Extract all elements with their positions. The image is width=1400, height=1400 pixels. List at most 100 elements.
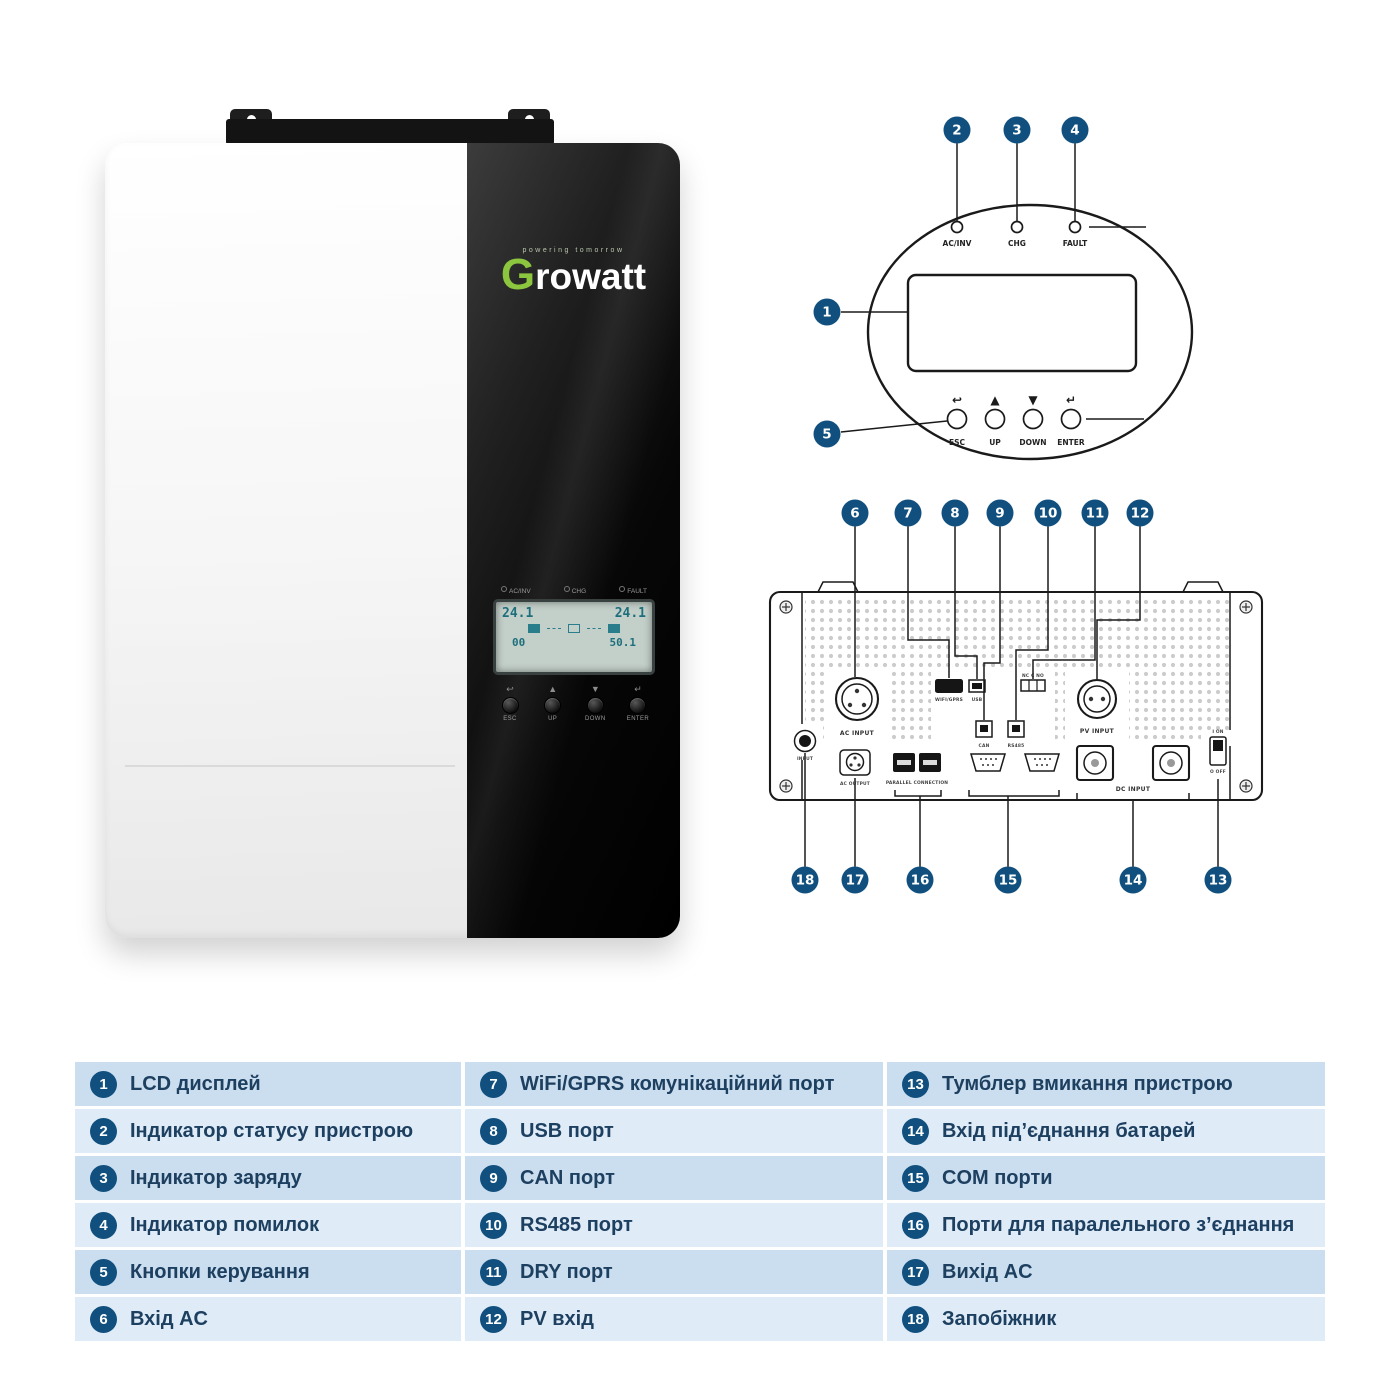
down-key — [586, 697, 604, 714]
callout-line-7 — [907, 526, 950, 678]
control-panel-diagram: AC/INV CHG FAULT ↩ ▲ ▼ ↵ ESC UP DOWN ENT… — [813, 116, 1194, 461]
enter-key — [629, 697, 647, 714]
legend-label-12: PV вхід — [520, 1307, 594, 1330]
svg-text:8: 8 — [950, 506, 959, 522]
rs485-port: RS485 — [1007, 720, 1025, 749]
svg-text:9: 9 — [995, 506, 1004, 522]
svg-text:15: 15 — [999, 873, 1018, 889]
legend-label-1: LCD дисплей — [130, 1072, 261, 1095]
enter-key — [1060, 408, 1082, 430]
panel-outline — [866, 203, 1194, 461]
logo-wordmark: Growatt — [467, 253, 680, 297]
legend-label-5: Кнопки керування — [130, 1260, 310, 1283]
svg-text:I ON: I ON — [1212, 729, 1223, 735]
callout-11: 11 — [1081, 499, 1109, 527]
callout-13: 13 — [1204, 866, 1232, 894]
up-icon: ▲ — [548, 684, 558, 694]
callout-4: 4 — [1061, 116, 1089, 144]
down-icon: ▼ — [1028, 393, 1038, 407]
dc-input-terminals: DC INPUT — [1075, 744, 1191, 793]
svg-text:USB: USB — [972, 697, 983, 703]
down-button: ▼ DOWN — [585, 684, 606, 722]
lcd-screen-outline — [906, 273, 1138, 373]
legend-label-11: DRY порт — [520, 1260, 613, 1283]
legend-label-18: Запобіжник — [942, 1307, 1057, 1330]
svg-text:16: 16 — [911, 873, 930, 889]
callout-12: 12 — [1126, 499, 1154, 527]
lcd-value-bottom-left: 00 — [512, 636, 526, 649]
enter-icon: ↵ — [1066, 393, 1076, 407]
legend-label-3: Індикатор заряду — [130, 1166, 302, 1189]
legend-item-4: 4 Індикатор помилок — [75, 1203, 461, 1247]
up-icon: ▲ — [990, 393, 1000, 407]
legend-number-1: 1 — [90, 1070, 117, 1098]
callout-6: 6 — [841, 499, 869, 527]
legend-label-7: WiFi/GPRS комунікаційний порт — [520, 1072, 835, 1095]
legend-number-7: 7 — [480, 1070, 507, 1098]
svg-text:DOWN: DOWN — [1019, 438, 1046, 447]
callout-7: 7 — [894, 499, 922, 527]
power-switch: I ON O OFF — [1209, 729, 1227, 775]
svg-text:7: 7 — [903, 506, 912, 522]
legend-number-11: 11 — [480, 1258, 507, 1286]
body-seam-line — [125, 765, 455, 767]
up-button: ▲ UP — [541, 684, 565, 722]
wifi-gprs-port: WIFI/GPRS — [935, 679, 963, 703]
pv-input-port: PV INPUT — [1076, 678, 1118, 735]
esc-icon: ↩ — [952, 393, 962, 407]
esc-icon: ↩ — [506, 684, 514, 694]
legend-number-9: 9 — [480, 1164, 507, 1192]
esc-key — [946, 408, 968, 430]
svg-text:13: 13 — [1209, 873, 1228, 889]
legend-number-16: 16 — [902, 1211, 929, 1239]
svg-text:PV INPUT: PV INPUT — [1080, 728, 1115, 735]
usb-port: USB — [968, 679, 986, 703]
legend-number-18: 18 — [902, 1305, 929, 1333]
legend-number-4: 4 — [90, 1211, 117, 1239]
callout-5: 5 — [813, 420, 841, 448]
svg-text:3: 3 — [1012, 123, 1021, 139]
svg-text:5: 5 — [822, 427, 831, 443]
callout-14: 14 — [1119, 866, 1147, 894]
logo-letter-g: G — [500, 250, 536, 299]
legend-number-8: 8 — [480, 1117, 507, 1145]
indicator-fault: FAULT — [619, 586, 647, 595]
mounting-bracket-bar — [226, 119, 554, 145]
legend-label-2: Індикатор статусу пристрою — [130, 1119, 414, 1142]
legend-label-16: Порти для паралельного з’єднання — [942, 1213, 1295, 1236]
callout-line-8 — [954, 526, 978, 679]
legend-number-5: 5 — [90, 1258, 117, 1286]
parallel-ports: PARALLEL CONNECTION — [886, 753, 948, 786]
callout-9: 9 — [986, 499, 1014, 527]
callout-18: 18 — [791, 866, 819, 894]
legend-item-7: 7 WiFi/GPRS комунікаційний порт — [465, 1062, 883, 1106]
legend-number-10: 10 — [480, 1211, 507, 1239]
legend-number-3: 3 — [90, 1164, 117, 1192]
svg-text:ENTER: ENTER — [1057, 438, 1085, 447]
down-key — [1022, 408, 1044, 430]
indicator-chg: CHG — [564, 586, 586, 595]
legend-item-10: 10 RS485 порт — [465, 1203, 883, 1247]
callout-line-15 — [968, 790, 1060, 867]
legend-label-10: RS485 порт — [520, 1213, 633, 1236]
svg-text:6: 6 — [850, 506, 859, 522]
com-ports — [969, 753, 1061, 772]
ac-input-port: AC INPUT — [834, 676, 880, 737]
svg-text:18: 18 — [796, 873, 815, 889]
up-key — [984, 408, 1006, 430]
top-tab-right — [1181, 581, 1225, 593]
callout-line-11 — [1032, 526, 1096, 679]
logo-rest: rowatt — [535, 256, 647, 297]
legend-label-4: Індикатор помилок — [130, 1213, 320, 1236]
rear-panel-diagram: AC INPUT INPUT AC OUTPUT WIFI/GPRS USB — [768, 499, 1264, 894]
svg-text:1: 1 — [822, 305, 831, 321]
enter-icon: ↵ — [634, 684, 642, 694]
callout-line-5 — [840, 420, 948, 433]
legend-number-6: 6 — [90, 1305, 117, 1333]
legend-number-17: 17 — [902, 1258, 929, 1286]
